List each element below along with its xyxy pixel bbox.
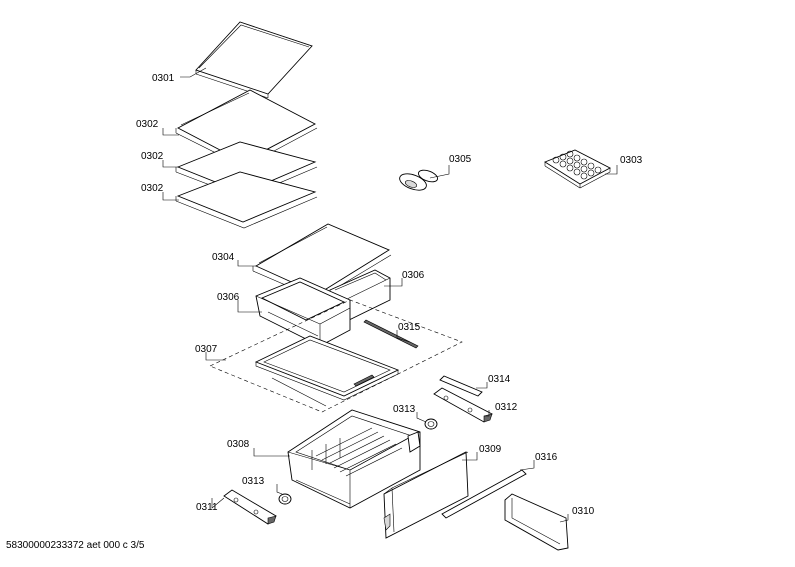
label-0307: 0307 — [195, 344, 218, 355]
part-0305-holder — [399, 169, 439, 191]
label-0306-right: 0306 — [402, 270, 425, 281]
part-0316-strip — [441, 469, 527, 519]
part-0309-front-panel — [383, 451, 469, 539]
part-0312-slide — [433, 387, 493, 423]
label-0311: 0311 — [196, 502, 218, 513]
document-footer: 58300000233372 aet 000 c 3/5 — [6, 540, 145, 551]
part-0313-roller-upper — [424, 418, 438, 430]
part-0311-slide — [223, 489, 277, 525]
label-0306-left: 0306 — [217, 292, 240, 303]
label-0302-1: 0302 — [136, 119, 159, 130]
part-0314-rail — [439, 375, 483, 397]
part-0302-shelf-3 — [175, 171, 318, 229]
label-0304: 0304 — [212, 252, 235, 263]
label-0312: 0312 — [495, 402, 518, 413]
label-0313-upper: 0313 — [393, 404, 416, 415]
part-0301-glass-shelf — [195, 21, 313, 99]
part-0303-egg-tray — [544, 149, 611, 189]
label-0313-lower: 0313 — [242, 476, 265, 487]
label-0302-2: 0302 — [141, 151, 164, 162]
part-0308-basket — [287, 409, 421, 509]
part-0313-roller-lower — [278, 493, 292, 505]
part-0310-side-panel — [504, 493, 569, 551]
label-0303: 0303 — [620, 155, 643, 166]
label-0308: 0308 — [227, 439, 250, 450]
label-0310: 0310 — [572, 506, 595, 517]
label-0314: 0314 — [488, 374, 511, 385]
part-0307-frame — [209, 299, 463, 413]
label-0305: 0305 — [449, 154, 472, 165]
label-0302-3: 0302 — [141, 183, 164, 194]
part-0306-drawer-left — [255, 277, 351, 347]
label-0309: 0309 — [479, 444, 502, 455]
label-0316: 0316 — [535, 452, 558, 463]
part-0315-strip — [363, 319, 419, 349]
label-0301: 0301 — [152, 73, 175, 84]
label-0315: 0315 — [398, 322, 421, 333]
leader-lines — [162, 67, 618, 523]
